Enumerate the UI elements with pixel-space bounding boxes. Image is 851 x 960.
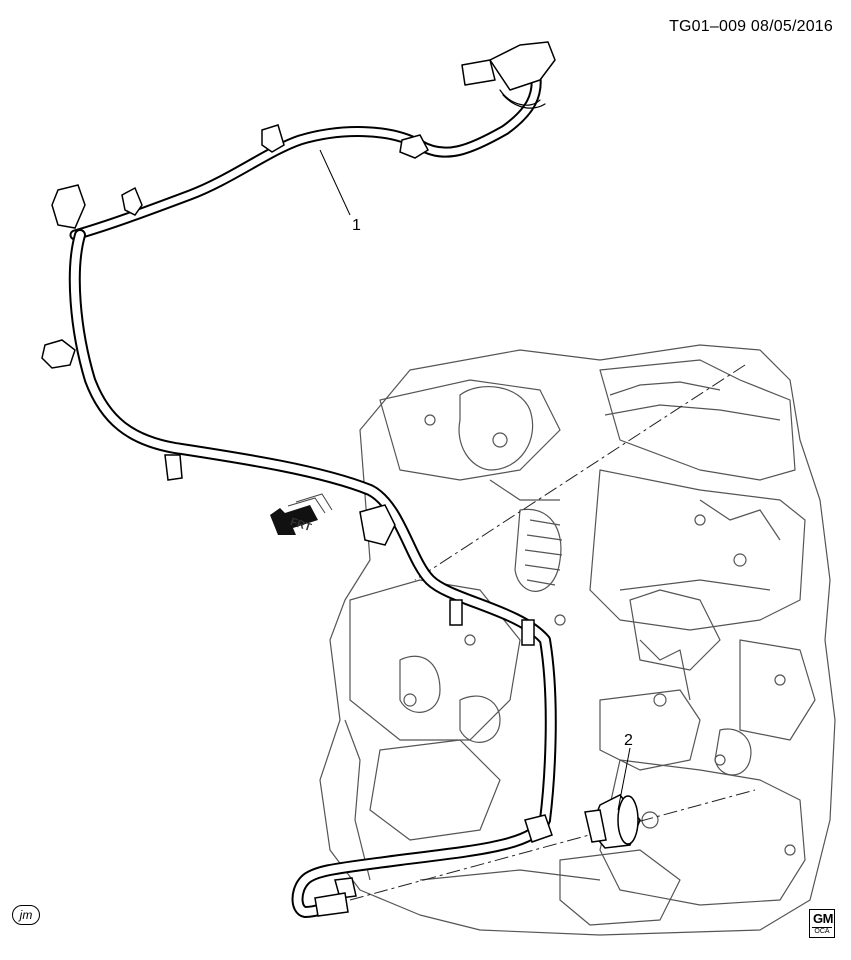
- wiring-harness: [68, 41, 557, 918]
- gm-logo-subtext: OCA: [812, 927, 832, 936]
- gm-logo-text: GM: [813, 911, 833, 926]
- harness-clips: [41, 124, 553, 917]
- document-id: TG01–009 08/05/2016: [669, 18, 833, 35]
- gm-logo: GM OCA: [809, 909, 835, 938]
- callout-1: 1: [352, 217, 361, 234]
- engine-assembly: [319, 344, 836, 936]
- leader-lines: [319, 149, 631, 811]
- reference-lines: [349, 364, 756, 901]
- sensor-connector: [584, 794, 641, 849]
- callout-2: 2: [624, 732, 633, 749]
- jm-badge: jm: [12, 905, 40, 925]
- front-arrow-icon: [270, 493, 333, 535]
